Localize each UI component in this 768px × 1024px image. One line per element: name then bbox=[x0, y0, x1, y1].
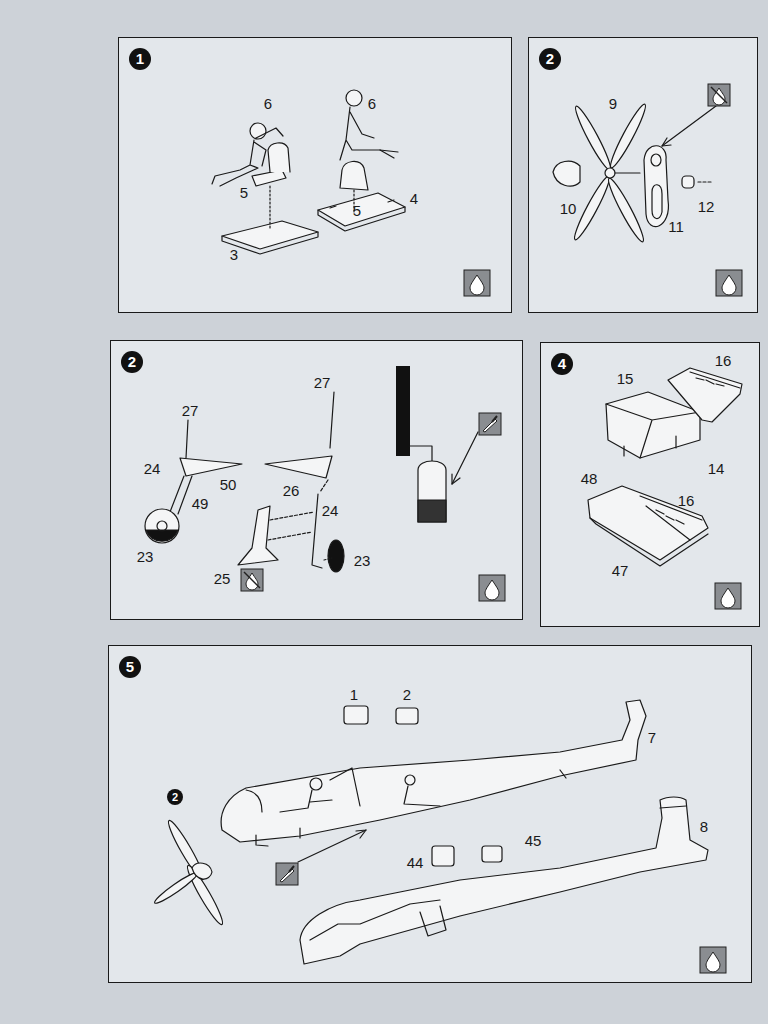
part-number: 15 bbox=[617, 371, 634, 386]
part-number: 6 bbox=[368, 96, 376, 111]
part-number: 23 bbox=[137, 549, 154, 564]
propeller-parts bbox=[553, 102, 716, 244]
panel-ground bbox=[108, 37, 760, 983]
pilot-figures bbox=[212, 90, 405, 254]
step-number: 4 bbox=[551, 353, 573, 375]
step-panel: 5 bbox=[108, 645, 752, 983]
step-number: 5 bbox=[119, 656, 141, 678]
no-glue-symbol bbox=[241, 84, 730, 591]
part-number: 45 bbox=[525, 833, 542, 848]
step-number: 2 bbox=[539, 48, 561, 70]
step-panel: 2 bbox=[528, 37, 758, 313]
part-number: 16 bbox=[678, 493, 695, 508]
part-number: 8 bbox=[700, 819, 708, 834]
part-number: 27 bbox=[182, 403, 199, 418]
part-number: 24 bbox=[144, 461, 161, 476]
part-number: 7 bbox=[648, 730, 656, 745]
part-number: 23 bbox=[354, 553, 371, 568]
part-number: 14 bbox=[708, 461, 725, 476]
part-number: 48 bbox=[581, 471, 598, 486]
part-number: 10 bbox=[560, 201, 577, 216]
part-number: 9 bbox=[609, 96, 617, 111]
part-number: 27 bbox=[314, 375, 331, 390]
step-panel: 4 bbox=[540, 342, 760, 627]
part-number: 25 bbox=[214, 571, 231, 586]
part-number: 26 bbox=[283, 483, 300, 498]
undercarriage-parts bbox=[145, 366, 478, 572]
step-number: 2 bbox=[121, 351, 143, 373]
part-number: 44 bbox=[407, 855, 424, 870]
part-number: 24 bbox=[322, 503, 339, 518]
wing-parts bbox=[588, 368, 742, 566]
part-number: 4 bbox=[410, 191, 418, 206]
part-number: 1 bbox=[350, 687, 358, 702]
step-number: 1 bbox=[129, 48, 151, 70]
part-number: 6 bbox=[264, 96, 272, 111]
part-number: 2 bbox=[403, 687, 411, 702]
step-panel: 1 bbox=[118, 37, 512, 313]
part-number: 11 bbox=[668, 219, 684, 234]
part-number: 50 bbox=[220, 477, 237, 492]
part-number: 5 bbox=[353, 203, 361, 218]
part-number: 5 bbox=[240, 185, 248, 200]
fuselage-halves bbox=[152, 700, 708, 964]
cut-symbol bbox=[276, 413, 501, 885]
part-number: 3 bbox=[230, 247, 238, 262]
glue-symbol bbox=[464, 270, 742, 973]
step-reference: 2 bbox=[167, 789, 183, 805]
part-number: 12 bbox=[698, 199, 715, 214]
part-number: 47 bbox=[612, 563, 629, 578]
part-number: 49 bbox=[192, 496, 209, 511]
part-number: 16 bbox=[715, 353, 732, 368]
